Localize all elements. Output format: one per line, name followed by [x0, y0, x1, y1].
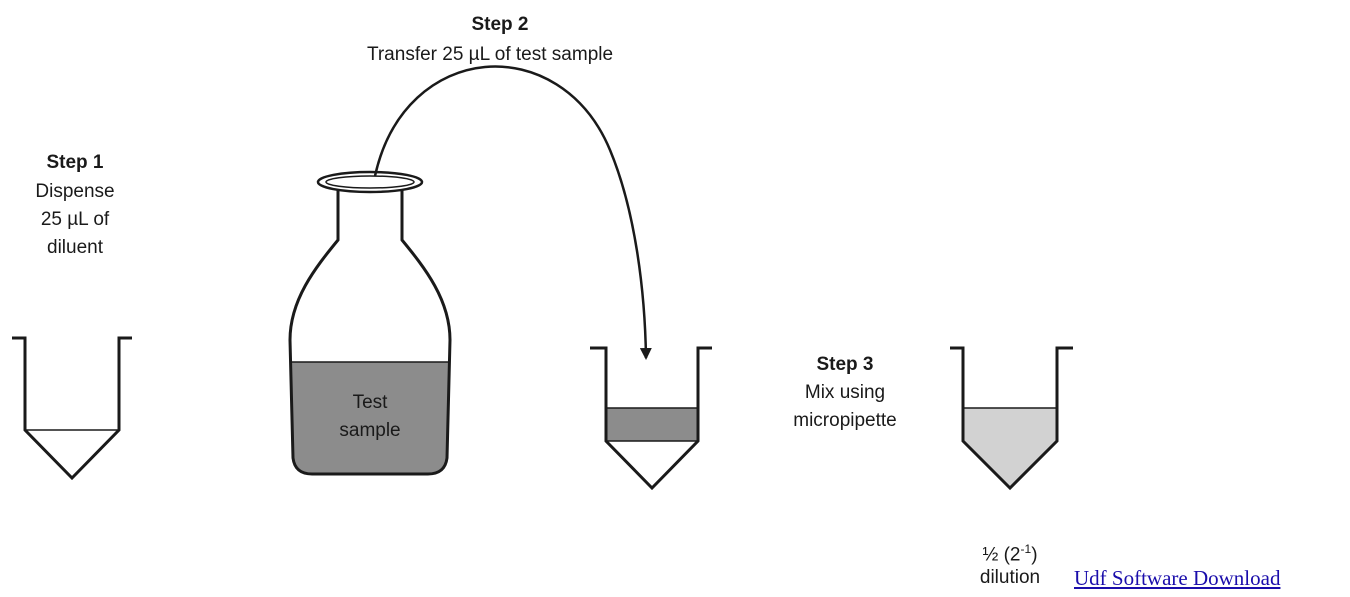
transfer-arrow — [373, 65, 652, 360]
well-diluent — [12, 336, 132, 481]
step1-title: Step 1 — [46, 152, 104, 173]
bottle-sample-fill — [290, 362, 450, 474]
well-transfer — [590, 346, 712, 491]
dilution-fraction: ½ (2-1) — [950, 537, 1070, 567]
step3-title: Step 3 — [816, 354, 874, 375]
udf-software-download-link[interactable]: Udf Software Download — [1074, 566, 1281, 590]
dilution-exponent: -1 — [1020, 542, 1032, 556]
step3-line1: Mix using — [804, 382, 886, 403]
well-mixed-fill — [963, 408, 1057, 488]
step1-line1: Dispense — [35, 181, 115, 202]
well-transfer-sample-layer — [606, 408, 698, 441]
bottle-label-line1: Test — [352, 392, 388, 413]
bottle-label-line2: sample — [339, 420, 401, 441]
step1-line2: 25 µL of — [40, 209, 110, 230]
well-mixed — [950, 346, 1073, 491]
step3-line2: micropipette — [793, 410, 897, 431]
dilution-fraction-text: ½ (2 — [982, 544, 1021, 566]
step2-title: Step 2 — [471, 14, 529, 35]
step2-description: Transfer 25 µL of test sample — [366, 44, 614, 65]
step1-line3: diluent — [47, 237, 103, 258]
bottle-rim — [316, 170, 424, 194]
test-sample-bottle — [288, 170, 452, 476]
dilution-label: dilution — [979, 567, 1041, 588]
dilution-fraction-close: ) — [1031, 544, 1038, 566]
